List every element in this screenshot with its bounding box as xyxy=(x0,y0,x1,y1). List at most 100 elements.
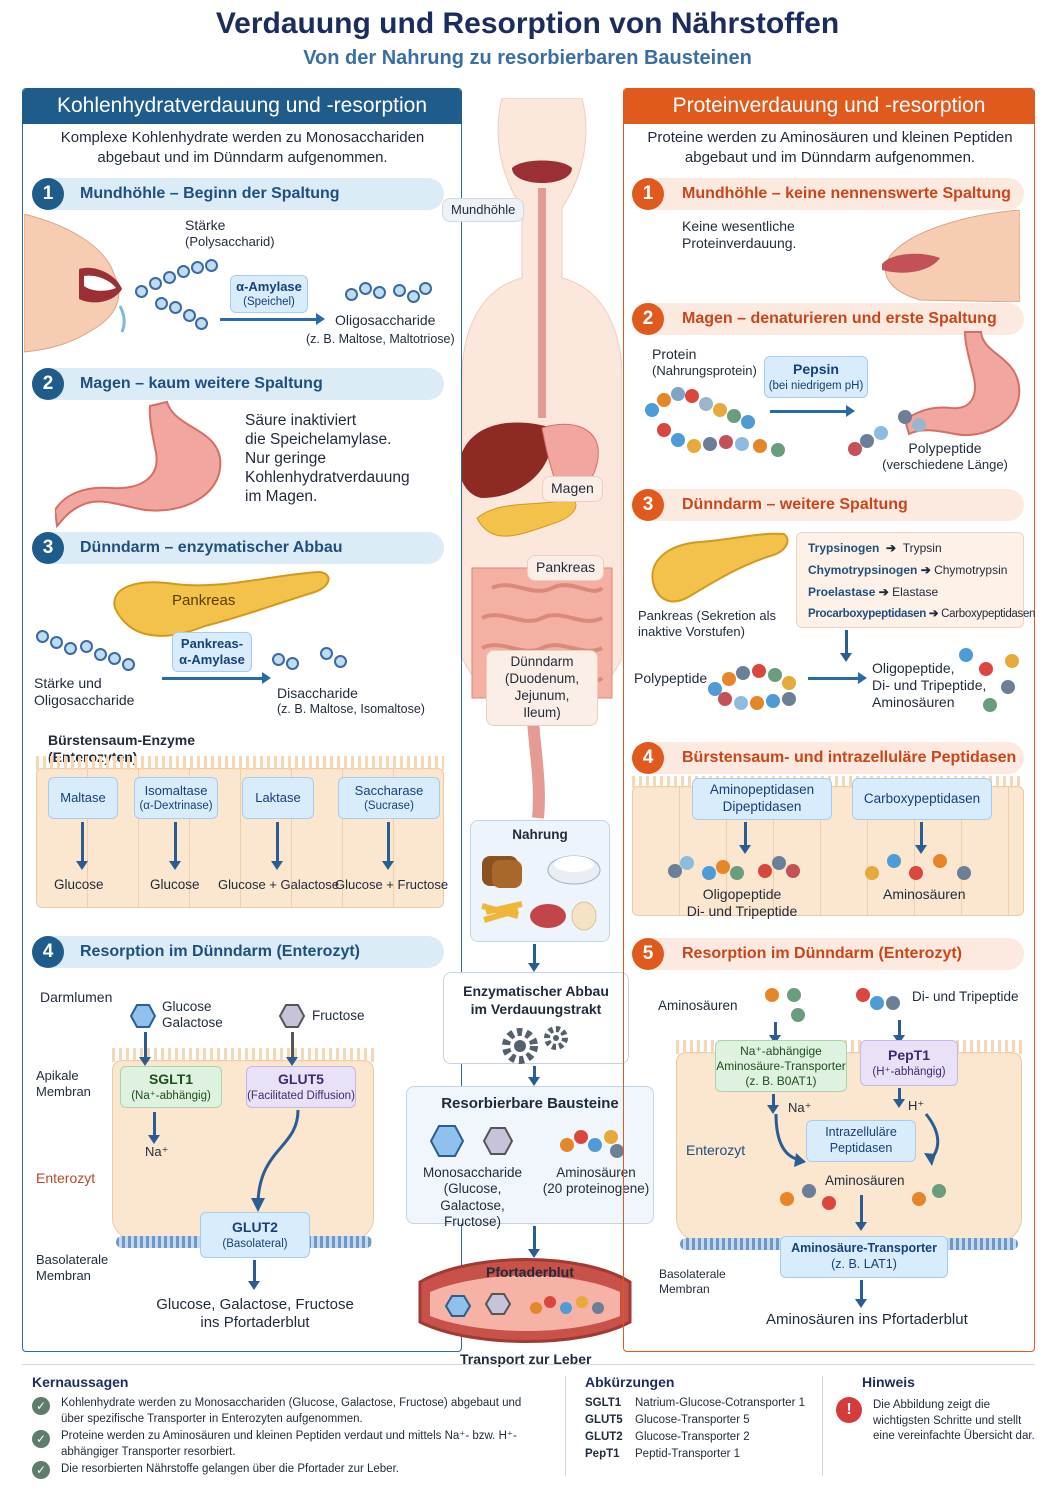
gears-icon xyxy=(502,1026,568,1064)
food-illustration xyxy=(481,855,601,931)
protein-step2-title: Magen – denaturieren und erste Spaltung xyxy=(682,310,997,327)
disaccharide-sub: (z. B. Maltose, Isomaltose) xyxy=(277,702,425,716)
protein-chain xyxy=(645,385,795,460)
carb-step4-number: 4 xyxy=(32,936,64,968)
saccharase-box: Saccharase(Sucrase) xyxy=(338,777,440,819)
protein-step3-output: Oligopeptide,Di- und Tripeptide,Aminosäu… xyxy=(872,660,987,711)
arrow-laktase xyxy=(271,822,283,870)
pept1-transporter: PepT1(H⁺-abhängig) xyxy=(860,1040,958,1086)
fructose-hexagon-icon xyxy=(279,1004,305,1028)
oligosaccharide-beads xyxy=(345,278,435,306)
mono-label: Monosaccharide(Glucose, Galactose,Fructo… xyxy=(422,1165,523,1230)
key-point-1: Kohlenhydrate werden zu Monosacchariden … xyxy=(61,1397,522,1425)
protein-label: Protein(Nahrungsprotein) xyxy=(652,346,757,379)
monosaccharide-icons xyxy=(430,1125,514,1157)
enterozyt-label-right: Enterozyt xyxy=(686,1142,746,1158)
microvilli-left xyxy=(112,1048,374,1062)
arrow-isomaltase xyxy=(169,822,181,870)
aa-label-center: Aminosäuren(20 proteinogene) xyxy=(542,1165,650,1197)
page-subtitle: Von der Nahrung zu resorbierbaren Bauste… xyxy=(303,47,752,69)
saccharase-product: Glucose + Fructose xyxy=(335,877,449,892)
check-icon-3: ✓ xyxy=(32,1461,50,1479)
oligosaccharide-sub: (z. B. Maltose, Maltotriose) xyxy=(306,332,455,346)
oligosaccharide-label: Oligosaccharide xyxy=(335,312,436,328)
key-points-title: Kernaussagen xyxy=(32,1374,129,1390)
check-icon-2: ✓ xyxy=(32,1430,50,1448)
protein-step3-number: 3 xyxy=(632,489,664,521)
aa-in-cell-balls xyxy=(780,1182,950,1212)
arrow-aminopeptidase xyxy=(739,822,751,854)
arrow-pancreas-amylase xyxy=(162,672,271,684)
isomaltase-box: Isomaltase(α-Dextrinase) xyxy=(134,777,218,819)
protein-step2-number: 2 xyxy=(632,303,664,335)
carb-step2-title: Magen – kaum weitere Spaltung xyxy=(80,375,323,392)
protein-intro: Proteine werden zu Aminosäuren und klein… xyxy=(647,129,1013,166)
arrow-aa-to-transporter xyxy=(855,1195,867,1231)
mouth-illustration-left xyxy=(24,214,126,353)
arrow-na-left xyxy=(148,1112,160,1144)
di-tripeptide-balls xyxy=(856,988,916,1018)
h-label-right: H⁺ xyxy=(908,1098,925,1113)
step4-result-right: Aminosäuren xyxy=(883,886,966,902)
arrow-glut2-out xyxy=(248,1260,260,1290)
na-label-right: Na⁺ xyxy=(788,1100,812,1115)
fructose-label: Fructose xyxy=(312,1008,365,1023)
na-label-left: Na⁺ xyxy=(145,1144,169,1159)
center-label-pancreas: Pankreas xyxy=(527,555,605,581)
arrow-dt-in xyxy=(893,1020,905,1044)
transport-to-liver-label: Transport zur Leber xyxy=(460,1351,592,1367)
arrow-h-right xyxy=(893,1088,905,1108)
key-point-2: Proteine werden zu Aminosäuren und klein… xyxy=(61,1430,517,1458)
carb-step4-bar xyxy=(32,936,444,968)
note-text: Die Abbildung zeigt die wichtigsten Schr… xyxy=(873,1399,1035,1443)
arrow-aa-out xyxy=(855,1280,867,1308)
center-label-small-intestine: Dünndarm(Duodenum,Jejunum, Ileum) xyxy=(486,650,598,726)
polypeptide-label: Polypeptide(verschiedene Länge) xyxy=(882,440,1008,473)
arrow-pepsin xyxy=(770,405,855,417)
protein-step5-title: Resorption im Dünndarm (Enterozyt) xyxy=(682,945,963,962)
step4-peptides-left xyxy=(668,852,818,882)
step4-aminoacids-right xyxy=(865,852,985,882)
arrow-amylase xyxy=(220,313,325,325)
protein-step1-number: 1 xyxy=(632,178,664,210)
laktase-product: Glucose + Galactose xyxy=(218,877,340,892)
protein-step1-title: Mundhöhle – keine nennenswerte Spaltung xyxy=(682,185,1011,202)
arrow-zymogens-down xyxy=(840,630,852,662)
pancreas-amylase-box: Pankreas-α-Amylase xyxy=(172,632,252,672)
arrow-food-down xyxy=(528,944,540,972)
arrow-polypeptide xyxy=(808,672,867,684)
polypeptide-input-chain xyxy=(708,662,808,710)
starch-sub: (Polysaccharid) xyxy=(185,234,275,249)
carb-intro: Komplexe Kohlenhydrate werden zu Monosac… xyxy=(60,129,425,166)
protein-output-label: Aminosäuren ins Pfortaderblut xyxy=(766,1311,968,1328)
arrow-glucose-in xyxy=(139,1032,151,1066)
page-title: Verdauung und Resorption von Nährstoffen xyxy=(215,7,840,40)
protein-step3-bar xyxy=(632,489,1024,521)
protein-step3-title: Dünndarm – weitere Spaltung xyxy=(682,496,908,513)
zymogen-list: Trypsinogen ➔ Trypsin Chymotrypsinogen ➔… xyxy=(808,541,1036,620)
carboxypeptidase-box: Carboxypeptidasen xyxy=(852,778,992,820)
carb-step3-input-beads xyxy=(36,630,156,671)
glut2-transporter: GLUT2(Basolateral) xyxy=(200,1212,310,1258)
aa-basolateral-transporter: Aminosäure-Transporter(z. B. LAT1) xyxy=(780,1236,948,1278)
footer-divider xyxy=(22,1364,1035,1365)
protein-step2-bar xyxy=(632,303,1024,335)
arrows-into-cell-right xyxy=(774,1113,940,1167)
polypeptide-fragments xyxy=(848,408,938,458)
pepsin-box: Pepsin(bei niedrigem pH) xyxy=(764,356,868,398)
abbreviations-title: Abkürzungen xyxy=(585,1374,675,1390)
carb-step3-number: 3 xyxy=(32,532,64,564)
portal-blood-label: Pfortaderblut xyxy=(486,1264,574,1280)
carb-step4-title: Resorption im Dünndarm (Enterozyt) xyxy=(80,943,361,960)
carb-step1-title: Mundhöhle – Beginn der Spaltung xyxy=(80,185,340,202)
